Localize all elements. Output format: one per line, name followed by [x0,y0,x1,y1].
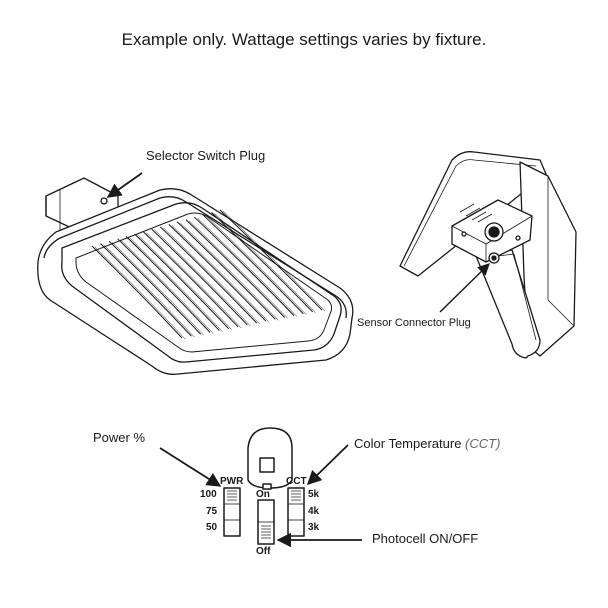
sensor-arrow [439,263,490,313]
selector-switch-label: Selector Switch Plug [146,148,266,163]
grill-slat-edge [188,220,288,319]
header-note: Example only. Wattage settings varies by… [121,30,487,49]
pwr-level-100: 100 [200,489,217,500]
cct-arrow [306,444,349,486]
photocell-off-label: Off [256,546,271,557]
pwr-level-75: 75 [206,506,218,517]
power-arrow [159,447,222,487]
grill-slat-edge [120,239,214,334]
grill-slat-edge [205,215,307,315]
color-temp-label: Color Temperature (CCT) [354,436,500,451]
grill-slat [151,228,248,326]
grill-slat-edge [214,213,316,314]
grill-slat [202,214,304,315]
cct-switch-label: CCT [286,476,307,487]
grill-slat-edge [163,227,260,325]
sensor-connector-label: Sensor Connector Plug [357,317,471,329]
grill-slat-edge [103,244,195,338]
grill-slat [91,245,183,339]
grill-slat-edge [137,234,232,330]
grill-slat-edge [111,242,204,336]
grill-slat [159,226,258,324]
grill-slat-edge [180,222,279,321]
grill-slat-edge [222,210,326,312]
grill-slat [185,219,286,318]
area-light-fixture [37,177,354,375]
cct-level-4k: 4k [308,506,320,517]
grill-slat [176,221,276,320]
grill-slat [168,224,267,322]
pwr-actuator [227,490,237,501]
color-temp-abbr: (CCT) [465,436,501,451]
grill-slat-edge [128,237,223,332]
pwr-switch-label: PWR [220,476,244,487]
grill-slat [108,240,202,335]
selector-arrow [106,172,143,198]
grill-slat [219,209,323,311]
color-temp-text: Color Temperature [354,436,462,451]
grill-slat-edge [171,225,270,323]
grill-slat [117,238,211,333]
photocell-actuator [261,525,271,539]
grill-slat-edge [197,218,298,317]
grill-slat [194,216,295,316]
grill-slat [125,236,220,331]
grill-slat [134,233,230,330]
pwr-level-50: 50 [206,522,218,533]
grill-slat [142,231,239,328]
lens-grill [91,209,326,340]
sensor-bracket-fixture [399,151,577,359]
cct-level-3k: 3k [308,522,320,533]
grill-slat-edge [154,230,251,327]
grill-slat [100,243,192,337]
cct-actuator [291,490,301,501]
power-label: Power % [93,430,146,445]
grill-slat-edge [146,232,242,328]
photocell-label: Photocell ON/OFF [372,531,479,546]
grill-slat-edge [94,246,186,340]
photocell-on-label: On [256,489,270,500]
cct-level-5k: 5k [308,489,320,500]
grill-slat [211,212,314,313]
